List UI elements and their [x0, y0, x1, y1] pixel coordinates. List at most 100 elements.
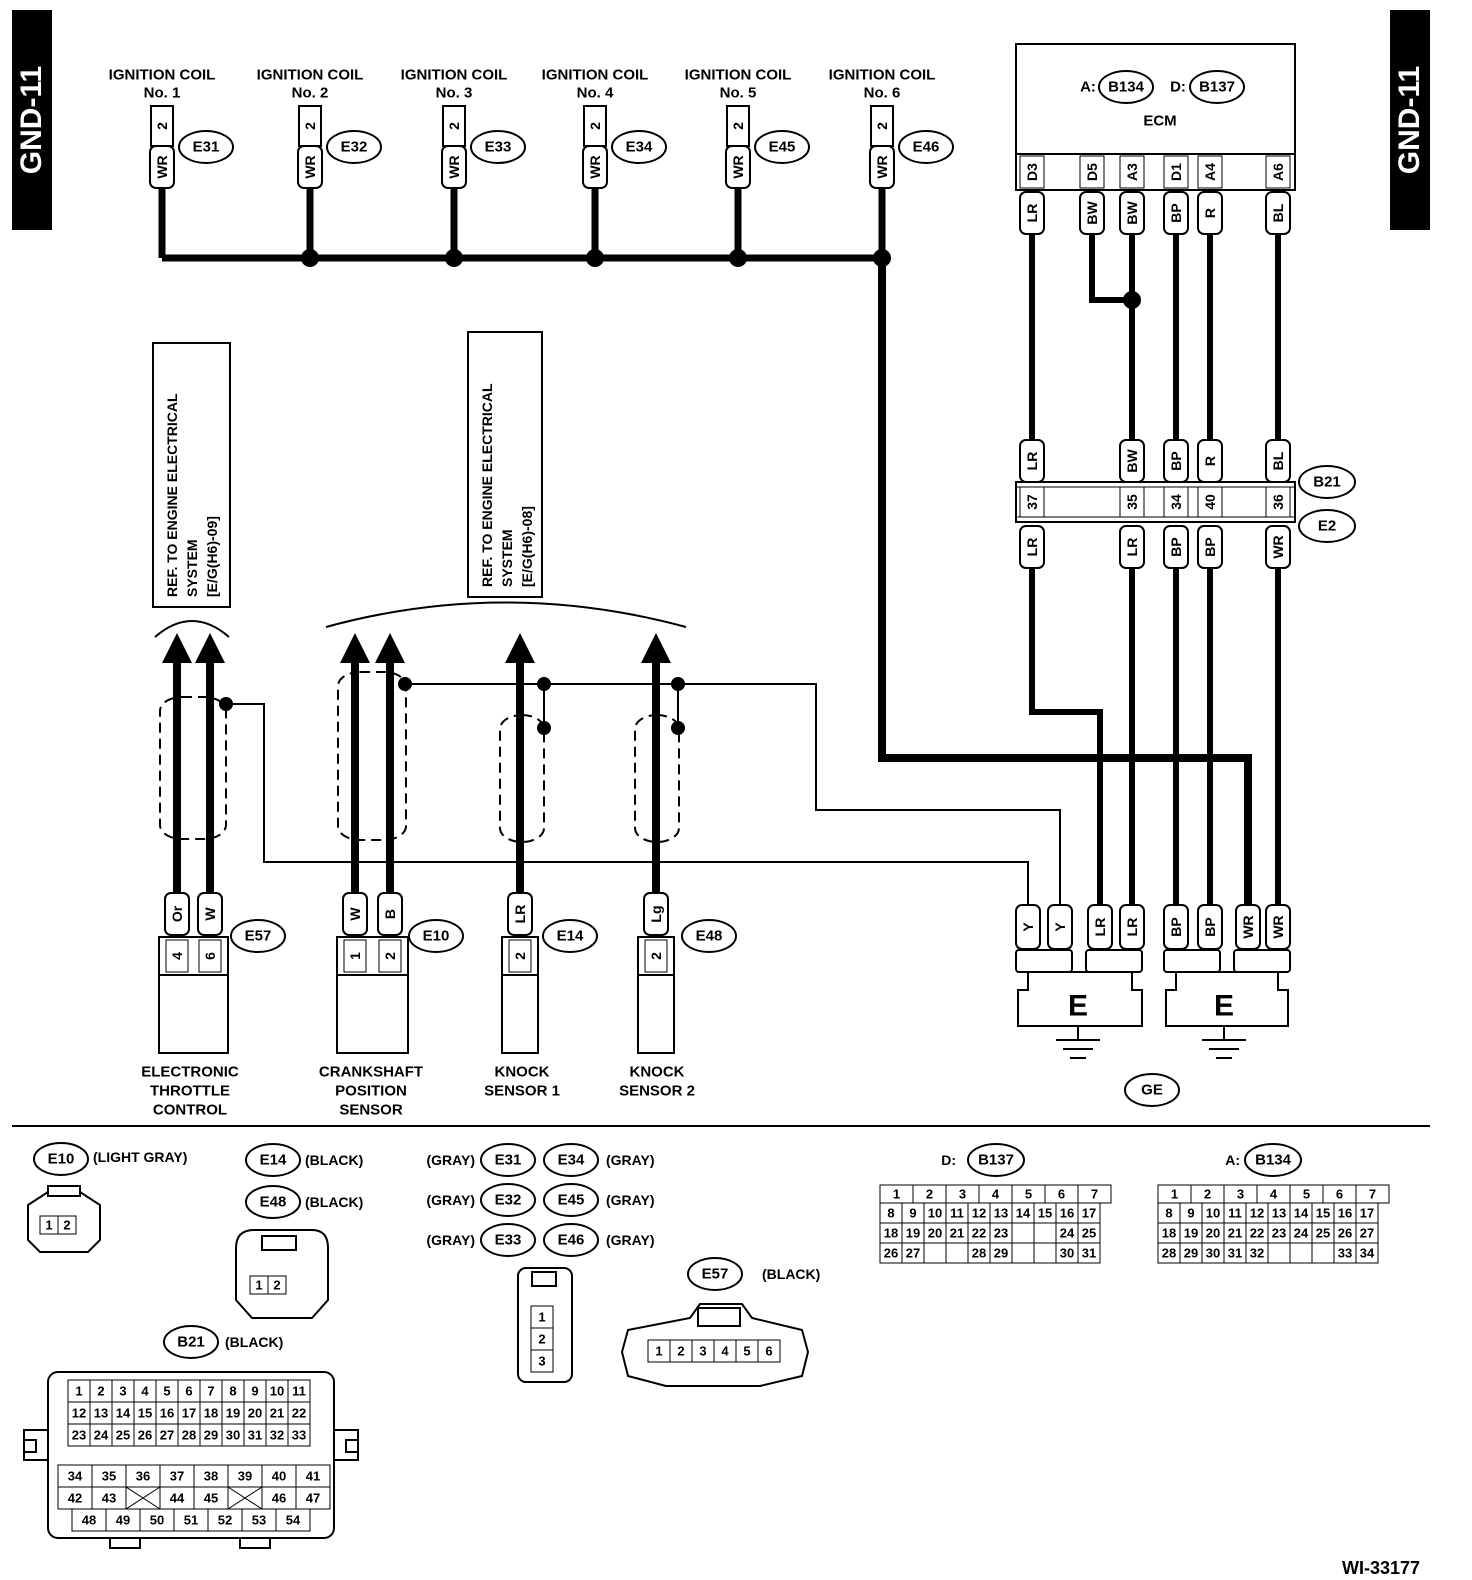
- sensor-pin-box: [508, 939, 532, 973]
- b134-pins-pin-number: 29: [1184, 1246, 1198, 1261]
- ignition-coil-label: IGNITION COIL: [542, 67, 649, 84]
- legend-e57-oval: [687, 1257, 743, 1291]
- b21-top-pins-pin-number: 13: [94, 1406, 108, 1421]
- b137-pins-pin-number: 21: [950, 1226, 964, 1241]
- b21-bottom-pins-pin-number: 54: [286, 1513, 301, 1528]
- ignition-coil-number: No. 5: [720, 85, 757, 102]
- b21-top-pins-pin-number: 29: [204, 1428, 218, 1443]
- legend-b134-oval: [1244, 1143, 1302, 1177]
- b134-pins-pin-number: 25: [1316, 1226, 1330, 1241]
- legend-e14-id: E14: [260, 1152, 287, 1169]
- b21-top-pins-pin-number: 10: [270, 1384, 284, 1399]
- ecm-pin-label: A6: [1270, 163, 1286, 181]
- b21-top-pins-pin-number: 28: [182, 1428, 196, 1443]
- ref-box-1: [152, 342, 231, 608]
- b21-mid-pins-pin-number: 37: [170, 1469, 184, 1484]
- ignition-coil-number: No. 1: [144, 85, 181, 102]
- shield-drain-wire: [405, 683, 1061, 905]
- b137-pins-pin-number: 24: [1060, 1226, 1075, 1241]
- sensor-label: POSITION: [335, 1083, 407, 1100]
- sensor-wire-color: LR: [512, 905, 528, 924]
- ground-left-lug: [1085, 949, 1143, 973]
- b21-top-pins-pin-number: 2: [97, 1384, 104, 1399]
- ref-box-text: [E/G(H6)-09]: [204, 516, 220, 597]
- coil-connector-id: E31: [193, 139, 220, 156]
- coil-connector-oval: [178, 130, 234, 164]
- b134-pins-pin-number: 12: [1250, 1206, 1264, 1221]
- ignition-coil-label: IGNITION COIL: [829, 67, 936, 84]
- junction-top-wire-color: BL: [1270, 451, 1286, 470]
- b21-top-pins-pin-number: 16: [160, 1406, 174, 1421]
- b134-pins-pin-number: 16: [1338, 1206, 1352, 1221]
- legend-color: (GRAY): [427, 1232, 476, 1248]
- b137-pins-pin-number: 10: [928, 1206, 942, 1221]
- sensor-body: [336, 974, 409, 1054]
- b21-top-pins-pin-number: 12: [72, 1406, 86, 1421]
- signal-arrow: [162, 633, 192, 663]
- b21-mid-pins-pin-number: 45: [204, 1491, 218, 1506]
- legend-b137-id: B137: [978, 1152, 1014, 1169]
- junction-connector-b21-oval: [1298, 465, 1356, 499]
- e57-pins-pin-number: 6: [765, 1344, 772, 1359]
- ignition-coil-number: No. 6: [864, 85, 901, 102]
- junction-pin-number: 34: [1168, 494, 1184, 510]
- ecm-pin-strip: [1015, 153, 1296, 191]
- b134-pins-pin-number: 21: [1228, 1226, 1242, 1241]
- ignition-coil-number: No. 4: [577, 85, 614, 102]
- ecm-wire-color: BP: [1168, 203, 1184, 222]
- b134-pins-pin-number: 30: [1206, 1246, 1220, 1261]
- e57-pins-cell: [757, 1339, 781, 1363]
- b21-bottom-tab: [109, 1537, 141, 1549]
- junction-pin-box: [1119, 486, 1145, 518]
- b21-mid-pins-pin-number: 40: [272, 1469, 286, 1484]
- sensor-connector-oval: [681, 919, 737, 953]
- e57-pins-pin-number: 2: [677, 1344, 684, 1359]
- coil-wire-color: WR: [587, 155, 603, 178]
- ecm-connector-a-id: B134: [1108, 79, 1145, 96]
- ignition-coil-label: IGNITION COIL: [109, 67, 216, 84]
- b137-pins-pin-number: 26: [884, 1246, 898, 1261]
- legend-e57-id: E57: [702, 1266, 729, 1283]
- ref-bracket-1: [154, 620, 230, 638]
- ignition-coil-label: IGNITION COIL: [257, 67, 364, 84]
- coil-pin-number: 2: [446, 122, 462, 130]
- b137-pins-cell: [945, 1242, 969, 1264]
- junction-connector-e2-id: E2: [1318, 518, 1336, 535]
- e14-pins-pin-number: 2: [273, 1278, 280, 1293]
- legend-b134-id: B134: [1255, 1152, 1292, 1169]
- sensor-pin-box: [165, 939, 189, 973]
- b21-top-pins-pin-number: 19: [226, 1406, 240, 1421]
- ecm-pin-box: [1079, 155, 1105, 189]
- ground-route-lr: [1029, 568, 1103, 905]
- b21-side-tab-inner: [23, 1439, 37, 1453]
- legend-b21-oval: [163, 1325, 219, 1359]
- coil-connector-oval: [611, 130, 667, 164]
- sensor-body: [501, 974, 539, 1054]
- b137-pins-pin-number: 4: [992, 1187, 1000, 1202]
- b21-side-tab-inner: [345, 1439, 359, 1453]
- coil-connector-oval: [470, 130, 526, 164]
- sensor-label: SENSOR: [339, 1102, 403, 1119]
- coil-pin-number: 2: [154, 122, 170, 130]
- e57-pins-pin-number: 4: [721, 1344, 729, 1359]
- b134-pins-pin-number: 24: [1294, 1226, 1309, 1241]
- b137-pins-pin-number: 2: [926, 1187, 933, 1202]
- coil-connector-oval: [326, 130, 382, 164]
- b137-pins-pin-number: 28: [972, 1246, 986, 1261]
- sensor-pin-box: [343, 939, 367, 973]
- junction-pin-number: 35: [1124, 494, 1140, 510]
- b134-pins-pin-number: 3: [1237, 1187, 1244, 1202]
- sensor-pin-number: 2: [512, 952, 528, 960]
- b134-pins-pin-number: 22: [1250, 1226, 1264, 1241]
- sensor-connector-id: E57: [245, 928, 272, 945]
- shield-splice-dot: [671, 721, 685, 735]
- b21-top-pins-pin-number: 8: [229, 1384, 236, 1399]
- b21-bottom-pins-pin-number: 49: [116, 1513, 130, 1528]
- ecm-pin-label: A4: [1202, 163, 1218, 181]
- signal-arrow: [195, 633, 225, 663]
- e57-pins-pin-number: 5: [743, 1344, 750, 1359]
- coil-wire-color: WR: [874, 155, 890, 178]
- b134-pins-pin-number: 14: [1294, 1206, 1309, 1221]
- b134-pins-pin-number: 23: [1272, 1226, 1286, 1241]
- sensor-label: KNOCK: [630, 1064, 685, 1081]
